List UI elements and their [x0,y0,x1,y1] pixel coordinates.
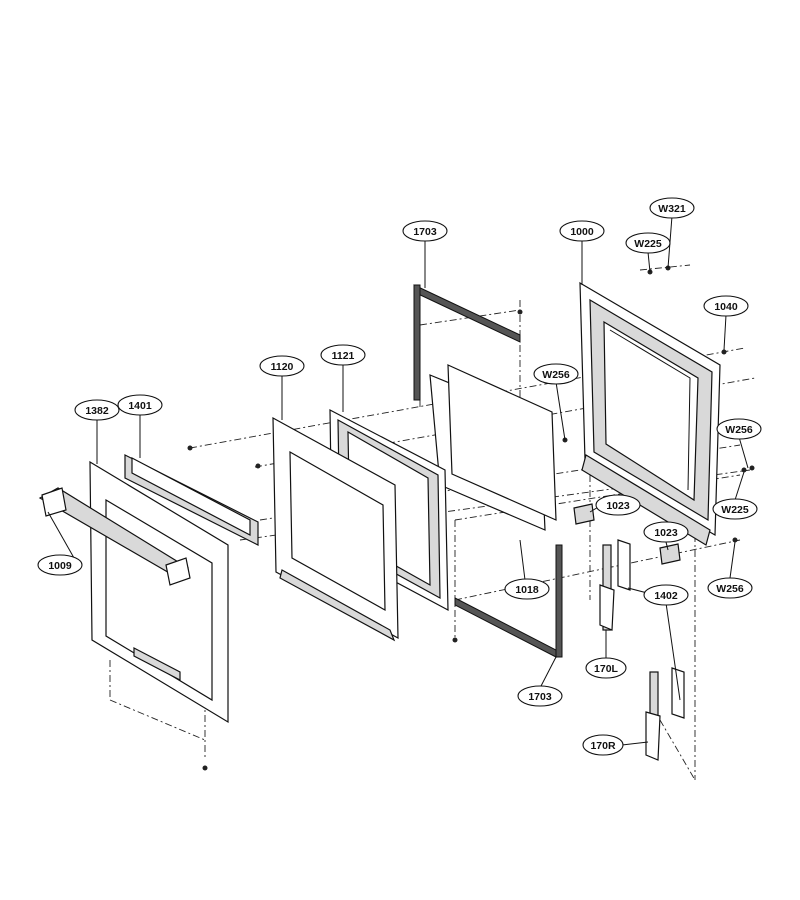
back-door-frame-1000 [579,281,721,546]
callout-w256-right: W256 [716,418,762,440]
callout-1401: 1401 [117,394,163,416]
door-handle-1009 [38,487,191,586]
callout-label: 1040 [714,301,738,313]
leader-lines [47,215,749,746]
callout-label: 1402 [654,590,678,602]
callout-label: W256 [725,424,753,436]
callout-label: 1023 [606,500,630,512]
callout-label: 1703 [413,226,437,238]
callout-label: W225 [721,504,749,516]
callout-w256-bottom: W256 [707,577,753,599]
vent-bracket-1401 [124,454,259,546]
callout-label: 1401 [128,400,152,412]
callout-label: 1023 [654,527,678,539]
callout-170r: 170R [582,734,624,756]
door-frame-1120 [272,416,399,642]
callout-label: W321 [658,203,686,215]
callout-label: W256 [716,583,744,595]
callout-label: 1000 [570,226,594,238]
callout-label: 1382 [85,405,109,417]
callout-1120: 1120 [259,355,305,377]
seal-strip-1703-bottom [454,544,563,658]
callout-label: 1120 [271,361,294,373]
callout-1000: 1000 [559,220,605,242]
callout-1402: 1402 [643,584,689,606]
seal-strip-1703-top [413,284,521,401]
callout-w256-mid: W256 [533,363,579,385]
callout-1382: 1382 [74,399,120,421]
callout-1023-b: 1023 [643,521,689,543]
hinge-bracket-1402 [617,539,685,719]
callout-1703-bottom: 1703 [517,685,563,707]
callout-1023-a: 1023 [595,494,641,516]
callout-w225-top: W225 [625,232,671,254]
callout-1121: 1121 [320,344,366,366]
callout-1703-top: 1703 [402,220,448,242]
callout-w225-right: W225 [712,498,758,520]
callout-label: 1009 [48,560,72,572]
hinge-170r [645,671,661,761]
callout-label: W256 [542,369,570,381]
outer-door-1382 [89,460,229,724]
callout-170l: 170L [585,657,627,679]
callout-1009: 1009 [37,554,83,576]
clip-1023 [573,503,681,565]
callout-label: 170R [590,740,616,752]
callout-label: W225 [634,238,662,250]
callout-w321: W321 [649,197,695,219]
glass-panel-1018 [429,364,557,531]
callout-label: 1703 [528,691,552,703]
callout-label: 1018 [515,584,539,596]
callout-1018: 1018 [504,578,550,600]
callout-label: 1121 [332,350,355,362]
callout-label: 170L [594,663,619,675]
hinge-170l [599,544,615,631]
callout-1040: 1040 [703,295,749,317]
